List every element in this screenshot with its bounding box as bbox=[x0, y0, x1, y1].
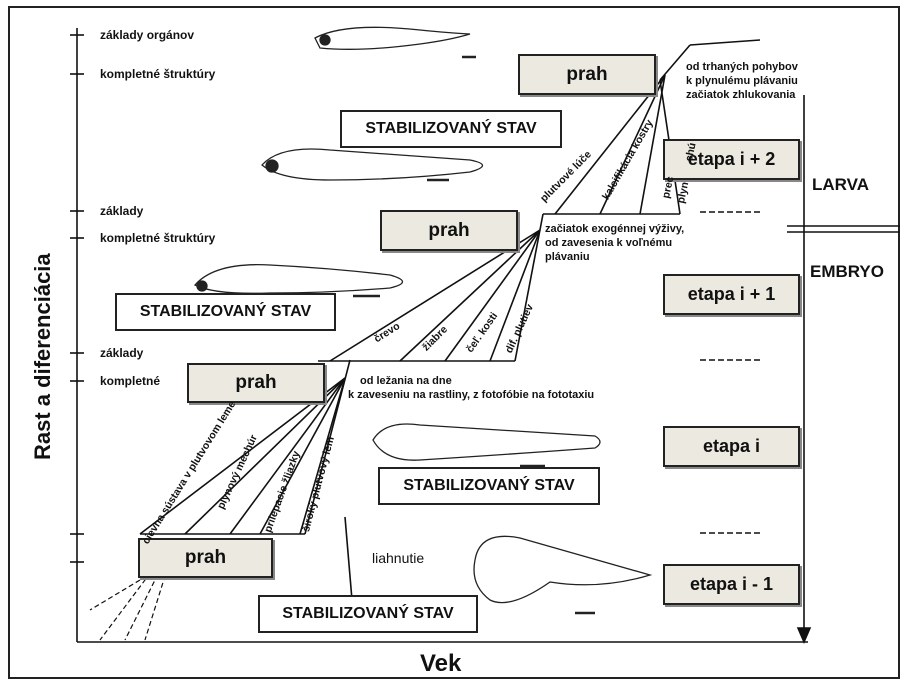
stable-state-box: STABILIZOVANÝ STAV bbox=[378, 467, 600, 505]
fish-sketch-2 bbox=[262, 149, 483, 180]
tick-label: základy bbox=[100, 346, 143, 360]
period-larva: LARVA bbox=[812, 175, 869, 195]
stage-axis-arrow bbox=[798, 628, 810, 642]
fish-sketch-top bbox=[315, 27, 476, 57]
hatching-label: liahnutie bbox=[372, 550, 424, 566]
fish-sketch-3 bbox=[195, 265, 403, 296]
stage-box-i-plus-1: etapa i + 1 bbox=[663, 274, 800, 315]
tick-label: základy bbox=[100, 204, 143, 218]
threshold-box-top: prah bbox=[518, 54, 656, 95]
y-axis-title: Rast a diferenciácia bbox=[30, 253, 56, 460]
tick-label: kompletné bbox=[100, 374, 160, 388]
stable-state-box: STABILIZOVANÝ STAV bbox=[258, 595, 478, 633]
threshold-box-middle: prah bbox=[380, 210, 518, 251]
period-embryo: EMBRYO bbox=[810, 262, 884, 282]
stage-box-i: etapa i bbox=[663, 426, 800, 467]
fish-sketch-5 bbox=[474, 536, 650, 613]
stable-state-box: STABILIZOVANÝ STAV bbox=[115, 293, 336, 331]
note-middle: začiatok exogénnej výživy,od zavesenia k… bbox=[545, 222, 684, 264]
tick-label: kompletné štruktúry bbox=[100, 231, 215, 245]
tick-label: základy orgánov bbox=[100, 28, 194, 42]
threshold-box-bottom: prah bbox=[138, 538, 273, 578]
tick-label: kompletné štruktúry bbox=[100, 67, 215, 81]
stable-state-box: STABILIZOVANÝ STAV bbox=[340, 110, 562, 148]
x-axis-title: Vek bbox=[420, 650, 461, 678]
fish-sketch-4 bbox=[373, 424, 600, 466]
stage-box-i-minus-1: etapa i - 1 bbox=[663, 564, 800, 605]
threshold-box-lower: prah bbox=[187, 363, 325, 403]
